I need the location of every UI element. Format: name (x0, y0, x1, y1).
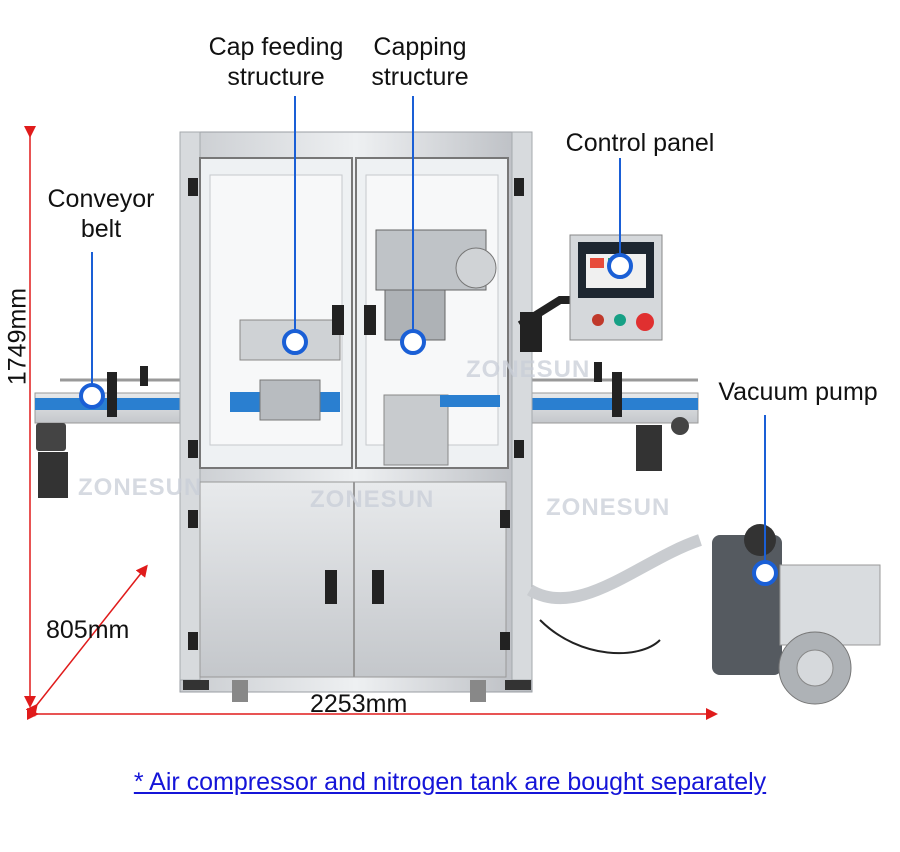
callout-markers (79, 253, 778, 586)
dimension-depth: 805mm (46, 616, 130, 644)
dimension-height: 1749mm (3, 287, 32, 386)
control-panel (517, 234, 663, 352)
label-cap-feeding: Cap feeding structure (208, 33, 344, 91)
marker-vacuum-pump (752, 560, 778, 586)
conveyor-right (455, 362, 699, 471)
watermark: ZONESUN (310, 486, 435, 513)
purchase-note: * Air compressor and nitrogen tank are b… (133, 768, 767, 796)
machine-frame (179, 131, 533, 702)
label-capping: Capping structure (371, 33, 469, 91)
dimension-lines (24, 126, 718, 720)
watermark: ZONESUN (546, 494, 671, 521)
vacuum-pump (526, 524, 881, 705)
marker-cap-feeding (282, 329, 308, 355)
label-conveyor-belt: Conveyor belt (47, 185, 155, 243)
marker-control-panel (607, 253, 633, 279)
watermark: ZONESUN (78, 474, 203, 501)
label-control-panel: Control panel (565, 129, 715, 157)
dimension-width: 2253mm (310, 690, 408, 718)
conveyor-left (34, 366, 186, 498)
marker-capping (400, 329, 426, 355)
callout-lines (91, 96, 766, 565)
marker-conveyor-belt (79, 383, 105, 409)
label-vacuum-pump: Vacuum pump (718, 378, 878, 406)
watermark: ZONESUN (466, 356, 591, 383)
